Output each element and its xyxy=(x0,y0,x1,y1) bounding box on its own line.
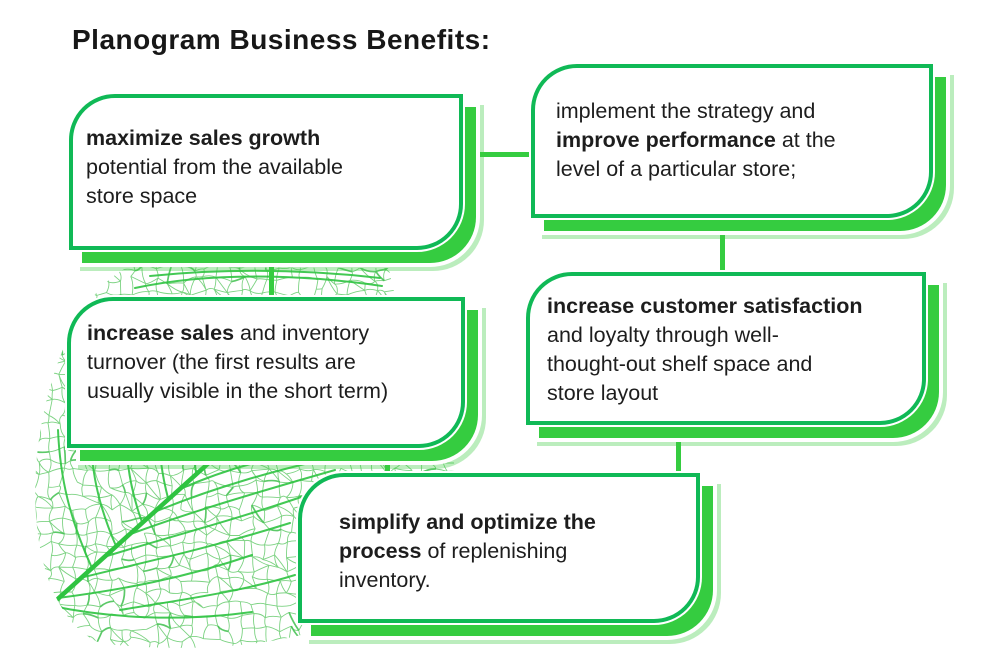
page-title: Planogram Business Benefits: xyxy=(72,24,491,55)
leaf-vein xyxy=(51,605,253,619)
card-body: maximize sales growth potential from the … xyxy=(69,94,463,250)
card-body: simplify and optimize the process of repl… xyxy=(298,473,700,623)
benefit-card-increase-sales: increase sales and inventory turnover (th… xyxy=(67,297,478,461)
leaf-vein xyxy=(103,493,311,558)
benefit-card-optimize-replenishment: simplify and optimize the process of repl… xyxy=(298,473,713,636)
leaf-vein xyxy=(119,574,296,611)
benefit-text-line: inventory. xyxy=(339,568,431,592)
benefit-text: increase sales and inventory turnover (th… xyxy=(87,319,451,406)
benefit-text-line: implement the strategy and xyxy=(556,99,816,123)
benefit-text: implement the strategy and improve perfor… xyxy=(556,97,917,184)
leaf-vein xyxy=(57,554,253,599)
card-body: implement the strategy and improve perfor… xyxy=(531,64,933,218)
benefit-text-line: thought-out shelf space and xyxy=(547,352,813,376)
benefit-text-line: maximize sales growth xyxy=(86,126,321,150)
benefit-text-line: simplify and optimize the xyxy=(339,510,596,534)
benefit-card-customer-satisfaction: increase customer satisfaction and loyalt… xyxy=(526,272,939,438)
benefit-card-improve-performance: implement the strategy and improve perfor… xyxy=(531,64,946,231)
card-body: increase sales and inventory turnover (th… xyxy=(67,297,465,448)
benefit-text-line: level of a particular store; xyxy=(556,157,797,181)
benefit-text-line: process of replenishing xyxy=(339,539,568,563)
benefit-text-line: turnover (the first results are xyxy=(87,350,356,374)
card-body: increase customer satisfaction and loyalt… xyxy=(526,272,926,425)
benefit-card-maximize-sales: maximize sales growth potential from the … xyxy=(69,94,476,263)
benefit-text: simplify and optimize the process of repl… xyxy=(339,508,686,595)
leaf-vein xyxy=(149,269,381,279)
connector-line xyxy=(720,214,725,276)
benefit-text-line: increase sales and inventory xyxy=(87,321,370,345)
benefit-text-line: and loyalty through well- xyxy=(547,323,779,347)
benefit-text-line: potential from the available xyxy=(86,155,343,179)
leaf-vein xyxy=(134,275,383,289)
connector-line xyxy=(458,152,536,157)
benefit-text-line: store layout xyxy=(547,381,659,405)
benefit-text-line: improve performance at the xyxy=(556,128,836,152)
leaf-vein xyxy=(79,522,291,579)
benefit-text: maximize sales growth potential from the … xyxy=(86,124,447,211)
benefit-text-line: increase customer satisfaction xyxy=(547,294,863,318)
connector-line xyxy=(676,436,681,478)
benefit-text-line: store space xyxy=(86,184,198,208)
benefit-text: increase customer satisfaction and loyalt… xyxy=(547,292,912,408)
benefit-text-line: usually visible in the short term) xyxy=(87,379,389,403)
